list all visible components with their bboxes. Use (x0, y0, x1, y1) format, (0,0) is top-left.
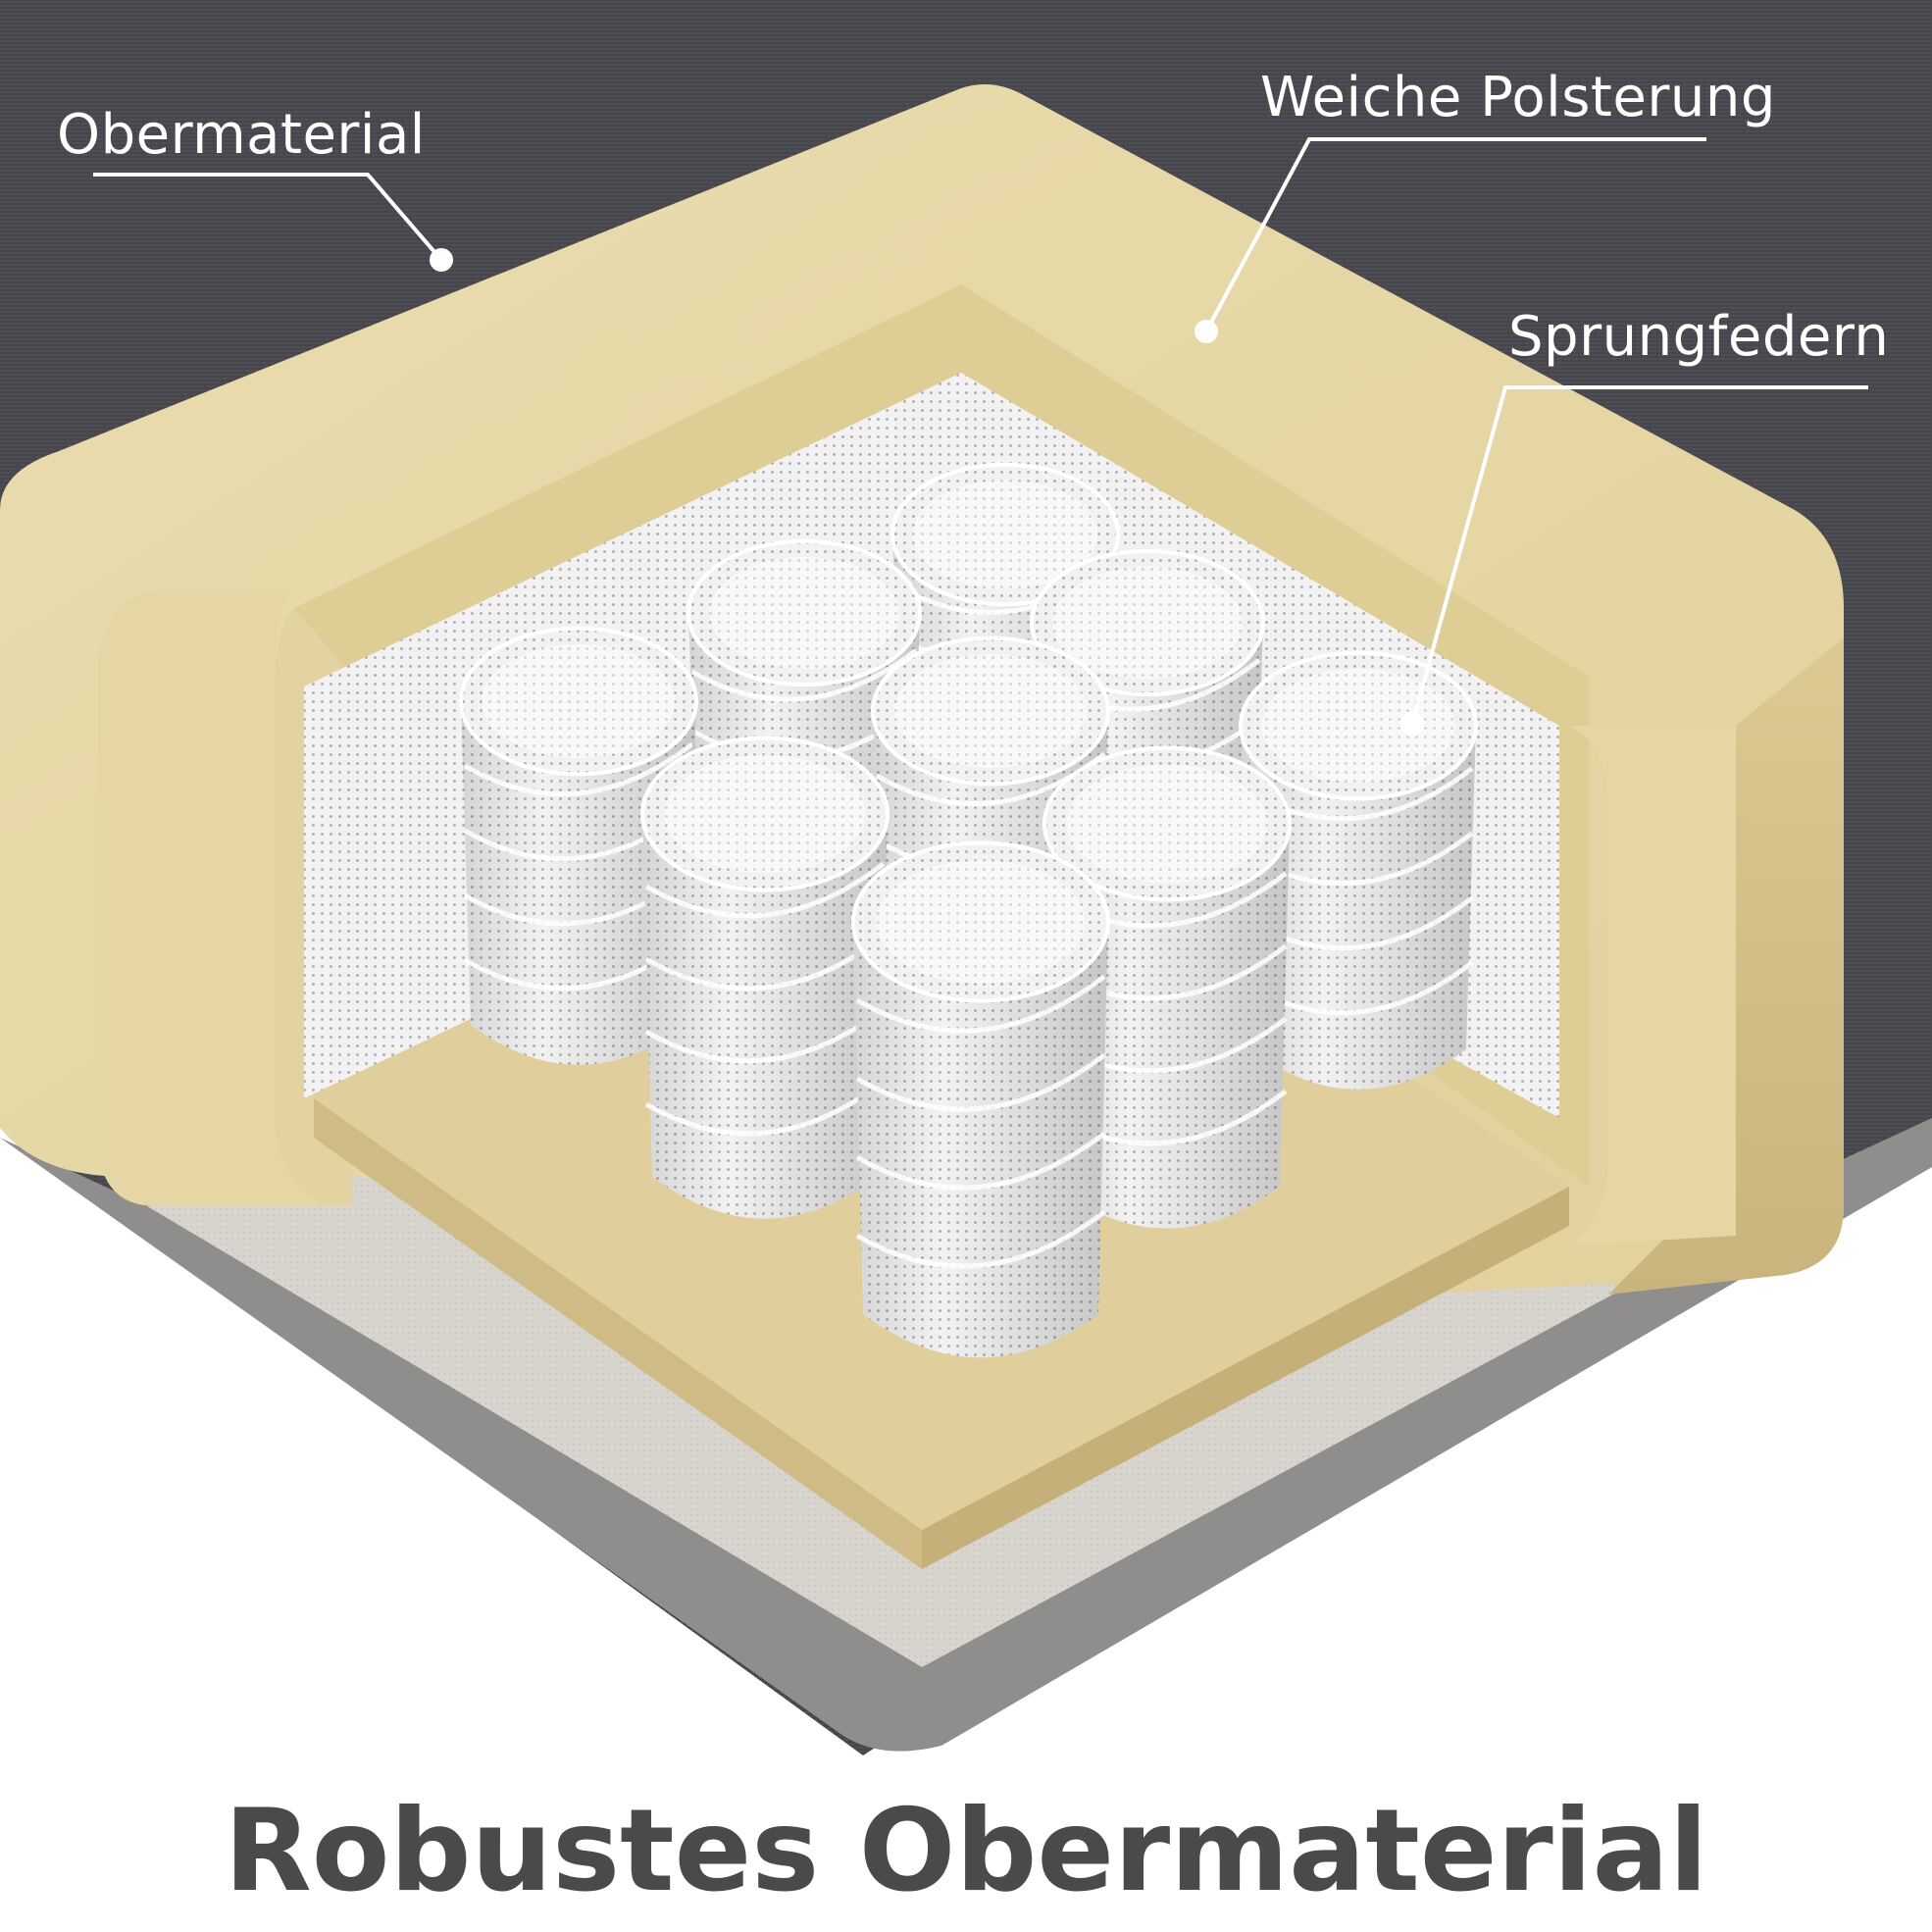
foam-bottom-left-edge (314, 1098, 922, 1569)
foam-front-lip-left (98, 588, 324, 1206)
foam-bottom-edge (922, 1187, 1569, 1569)
caption-title: Robustes Obermaterial (224, 1785, 1708, 1917)
callout-federn-label: Sprungfedern (1508, 305, 1890, 369)
callout-obermaterial-label: Obermaterial (57, 103, 426, 167)
callout-obermaterial-leader (93, 173, 453, 272)
pocket-spring (640, 736, 890, 1219)
callout-federn-leader (1400, 385, 1868, 736)
pocket-springs-group (459, 462, 1478, 1358)
pocket-spring (459, 626, 698, 1065)
pocket-spring (851, 840, 1110, 1358)
pocket-spring (1239, 650, 1478, 1090)
callout-polsterung-leader (1195, 137, 1706, 343)
callout-polsterung-label: Weiche Polsterung (1260, 66, 1776, 129)
foam-front-lip-right (1569, 726, 1736, 1246)
white-backdrop (0, 1128, 1932, 1932)
